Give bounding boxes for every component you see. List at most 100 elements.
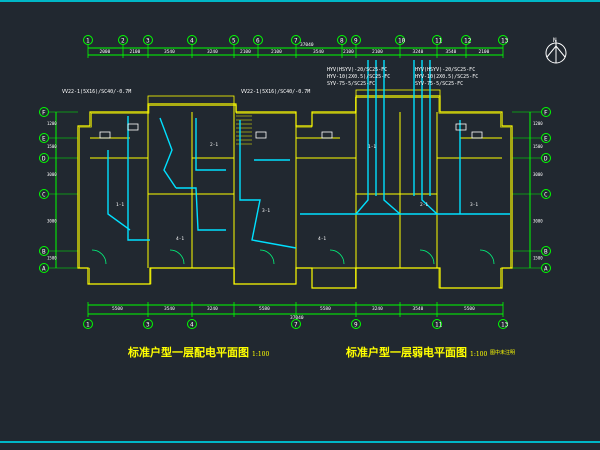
top-axis-label: 11: [435, 38, 443, 45]
door-swing: [259, 249, 275, 265]
row-axis-label: C: [42, 192, 46, 199]
top-dim-value: 3240: [207, 49, 218, 55]
top-axis-bubble: [461, 35, 471, 45]
bottom-axis-label: 7: [294, 322, 298, 329]
room-label: 3-1: [470, 202, 478, 208]
side-dim-value: 1200: [47, 121, 57, 126]
door-swing: [91, 249, 107, 265]
building-outline: [77, 95, 513, 289]
bottom-axis-bubble: [351, 319, 361, 329]
cable-run: [355, 60, 369, 215]
top-axis-bubble: [187, 35, 197, 45]
side-dim-value: 3000: [533, 172, 543, 177]
top-axis-label: 7: [294, 38, 298, 45]
top-border: [0, 0, 600, 2]
top-dim-value: 2100: [479, 49, 490, 55]
row-axis-bubble: [541, 263, 551, 273]
distribution-box: [255, 131, 267, 139]
bottom-dim-value: 3240: [207, 306, 218, 312]
room-label: 1-1: [116, 202, 124, 208]
row-axis-label: E: [42, 136, 46, 143]
bottom-axis-bubble: [187, 319, 197, 329]
bottom-axis-label: 11: [435, 322, 443, 329]
bottom-dim-value: 5500: [112, 306, 123, 312]
cable-run: [195, 118, 226, 171]
bottom-axis-label: 1: [86, 322, 90, 329]
feeder-label-left: VV22-1(5X16)/SC40/-0.7M: [62, 89, 132, 95]
top-axis-bubble: [395, 35, 405, 45]
row-axis-bubble: [39, 189, 49, 199]
top-axis-bubble: [432, 35, 442, 45]
room-label: 3-1: [262, 208, 270, 214]
cable-run: [176, 187, 226, 231]
top-dim-value: 2100: [343, 49, 354, 55]
top-axis-bubble: [253, 35, 263, 45]
bottom-axis-label: 3: [146, 322, 150, 329]
top-axis-bubble: [118, 35, 128, 45]
row-axis-label: A: [544, 266, 548, 273]
cable-run: [239, 120, 297, 249]
row-axis-label: F: [544, 110, 548, 117]
room-label: 2-1: [420, 202, 428, 208]
row-axis-bubble: [541, 246, 551, 256]
side-dim-value: 3000: [533, 219, 543, 224]
distribution-box: [321, 131, 333, 139]
top-axis-label: 2: [121, 38, 125, 45]
svg-text:N: N: [553, 37, 557, 44]
row-axis-label: E: [544, 136, 548, 143]
side-dim-value: 1500: [533, 256, 543, 261]
top-axis-bubble: [498, 35, 508, 45]
top-dim-value: 2100: [130, 49, 141, 55]
bottom-axis-bubble: [291, 319, 301, 329]
row-axis-label: B: [544, 249, 548, 256]
row-axis-bubble: [39, 246, 49, 256]
top-dim-value: 2000: [100, 49, 111, 55]
side-dim-value: 3000: [47, 172, 57, 177]
top-axis-label: 13: [501, 38, 509, 45]
side-dim-value: 1500: [47, 256, 57, 261]
room-label: 4-1: [318, 236, 326, 242]
row-axis-bubble: [39, 153, 49, 163]
building-outline-inner: [79, 97, 511, 289]
top-axis-label: 1: [86, 38, 90, 45]
distribution-box: [127, 123, 139, 131]
bottom-dim-value: 3540: [164, 306, 175, 312]
cable-run: [421, 60, 438, 215]
bottom-border: [0, 441, 600, 443]
bottom-axis-bubble: [143, 319, 153, 329]
distribution-box: [455, 123, 467, 131]
cable-run: [107, 150, 131, 231]
top-axis-bubble: [229, 35, 239, 45]
drawing-note: 图中未注明: [490, 350, 516, 356]
weak-cable-label: HYV-10(2X0.5)/SC25-FC: [415, 74, 479, 80]
top-axis-bubble: [143, 35, 153, 45]
top-axis-label: 10: [398, 38, 406, 45]
bottom-axis-label: 4: [190, 322, 194, 329]
door-swing: [169, 249, 185, 265]
top-dim-value: 2100: [271, 49, 282, 55]
row-axis-label: D: [544, 156, 548, 163]
caption-right-scale: 1:100: [470, 351, 488, 358]
room-label: 4-1: [176, 236, 184, 242]
top-axis-label: 4: [190, 38, 194, 45]
row-axis-bubble: [39, 263, 49, 273]
balcony-top-right: [355, 89, 441, 97]
weak-cable-label: HYV-10(2X0.5)/SC25-FC: [327, 74, 391, 80]
top-dim-value: 3540: [313, 49, 324, 55]
top-axis-label: 3: [146, 38, 150, 45]
room-label: 1-1: [368, 144, 376, 150]
caption-left-text: 标准户型一层配电平面图: [128, 346, 249, 359]
distribution-box: [99, 131, 111, 139]
weak-cable-label: SYV-75-5/SC25-FC: [327, 81, 376, 87]
bottom-axis-label: 13: [501, 322, 509, 329]
bottom-total-dim: 37040: [290, 315, 304, 321]
top-axis-label: 6: [256, 38, 260, 45]
weak-cable-label: HYV(HSYV)-20/SC25-FC: [327, 67, 388, 73]
bottom-axis-bubble: [498, 319, 508, 329]
weak-cable-label: HYV(HSYV)-20/SC25-FC: [415, 67, 476, 73]
feeder-label-mid: VV22-1(5X16)/SC40/-0.7M: [241, 89, 311, 95]
bottom-dim-value: 3540: [413, 306, 424, 312]
row-axis-label: C: [544, 192, 548, 199]
